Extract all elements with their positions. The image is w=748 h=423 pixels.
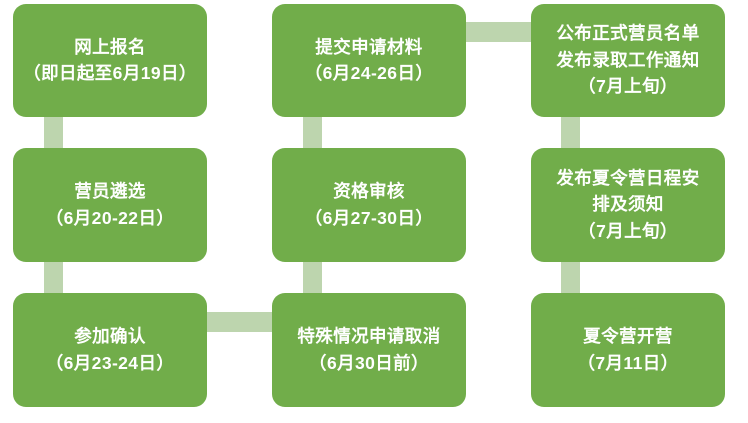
node-line: （6月27-30日）	[304, 207, 434, 228]
connector-camper-selection-to-attendance-confirmation	[44, 262, 63, 293]
node-line: 发布夏令营日程安	[556, 167, 700, 188]
node-line: （6月20-22日）	[45, 207, 175, 228]
node-line: （6月23-24日）	[45, 352, 175, 373]
connector-publish-schedule-to-camp-opening	[561, 262, 580, 293]
node-line: （7月上旬）	[578, 76, 678, 97]
connector-attendance-confirmation-to-special-cancellation	[207, 312, 272, 332]
node-line: 夏令营开营	[583, 326, 673, 346]
connector-submit-materials-to-qualification-review	[303, 117, 322, 148]
connector-announce-final-list-to-publish-schedule	[561, 117, 580, 148]
node-line: 参加确认	[74, 326, 146, 346]
node-line: 网上报名	[74, 36, 146, 57]
node-special-cancellation[interactable]: 特殊情况申请取消 （6月30日前）	[272, 293, 466, 407]
node-line: 特殊情况申请取消	[297, 326, 441, 346]
node-line: 公布正式营员名单	[556, 23, 700, 44]
node-camper-selection[interactable]: 营员遴选 （6月20-22日）	[13, 148, 207, 262]
node-line: 排及须知	[592, 194, 664, 215]
connector-online-registration-to-camper-selection	[44, 117, 63, 148]
connector-qualification-review-to-special-cancellation	[303, 262, 322, 293]
node-line: （7月11日）	[577, 352, 679, 373]
node-line: （即日起至6月19日）	[23, 63, 197, 83]
node-line: 发布录取工作通知	[556, 49, 700, 70]
node-line: 提交申请材料	[315, 36, 423, 57]
connector-submit-materials-to-announce-final-list	[466, 22, 531, 42]
node-line: 资格审核	[333, 181, 405, 201]
node-line: （6月30日前）	[309, 352, 429, 373]
node-line: （7月上旬）	[578, 220, 678, 241]
node-announce-final-list[interactable]: 公布正式营员名单 发布录取工作通知 （7月上旬）	[531, 4, 725, 117]
node-line: 营员遴选	[74, 181, 146, 201]
node-line: （6月24-26日）	[304, 63, 434, 83]
node-submit-materials[interactable]: 提交申请材料 （6月24-26日）	[272, 4, 466, 117]
node-attendance-confirmation[interactable]: 参加确认 （6月23-24日）	[13, 293, 207, 407]
node-online-registration[interactable]: 网上报名 （即日起至6月19日）	[13, 4, 207, 117]
node-qualification-review[interactable]: 资格审核 （6月27-30日）	[272, 148, 466, 262]
node-camp-opening[interactable]: 夏令营开营 （7月11日）	[531, 293, 725, 407]
node-publish-schedule[interactable]: 发布夏令营日程安 排及须知 （7月上旬）	[531, 148, 725, 262]
